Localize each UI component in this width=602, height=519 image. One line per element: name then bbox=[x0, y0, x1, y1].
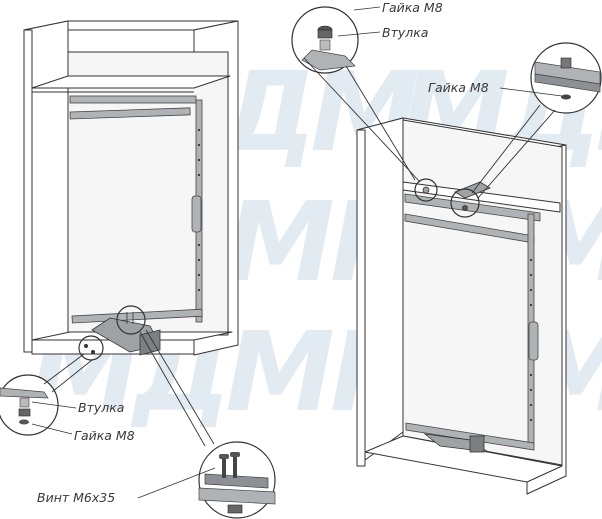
left-cabinet-interior bbox=[67, 51, 229, 336]
left-frame-top-rail bbox=[69, 95, 197, 104]
right-top-callout-circle bbox=[450, 188, 480, 218]
left-frame-lower-rail bbox=[69, 107, 191, 120]
right-frame-holes bbox=[529, 258, 533, 422]
label-bushing-top: Втулка bbox=[382, 25, 428, 40]
left-frame-holes bbox=[197, 128, 201, 292]
label-nut-left: Гайка М8 bbox=[74, 428, 135, 443]
label-screw-bottom: Винт М6х35 bbox=[37, 490, 115, 505]
right-cabinet-interior bbox=[402, 119, 563, 466]
left-frame-handle bbox=[191, 195, 202, 233]
left-bottom-mechanism bbox=[78, 305, 161, 361]
left-cabinet bbox=[23, 20, 239, 356]
left-cabinet-front-left bbox=[23, 29, 33, 353]
detail-nut-right bbox=[471, 42, 602, 199]
label-nut-right: Гайка М8 bbox=[428, 80, 489, 95]
right-frame-top-rail bbox=[404, 193, 541, 222]
right-bottom-mechanism bbox=[423, 433, 489, 453]
detail-screw-bottom bbox=[137, 329, 276, 519]
left-cabinet-shelf bbox=[31, 75, 231, 89]
right-frame-handle bbox=[528, 321, 539, 361]
right-cabinet-shelf bbox=[402, 181, 561, 213]
right-cabinet-front-left bbox=[356, 129, 366, 467]
left-bottom-callout-circle bbox=[116, 305, 146, 335]
right-side-callout-circle bbox=[414, 178, 438, 202]
right-top-mechanism bbox=[414, 178, 491, 218]
label-bushing-left: Втулка bbox=[78, 400, 124, 415]
right-cabinet-bottom bbox=[364, 435, 563, 483]
left-frame-bottom-bar bbox=[71, 308, 203, 324]
label-nut-top: Гайка М8 bbox=[382, 0, 443, 15]
detail-bushing-nut-left bbox=[0, 353, 93, 436]
left-pantograph-frame bbox=[69, 95, 203, 324]
detail-nut-bushing-top bbox=[291, 6, 421, 183]
left-side-callout-circle bbox=[78, 335, 104, 361]
